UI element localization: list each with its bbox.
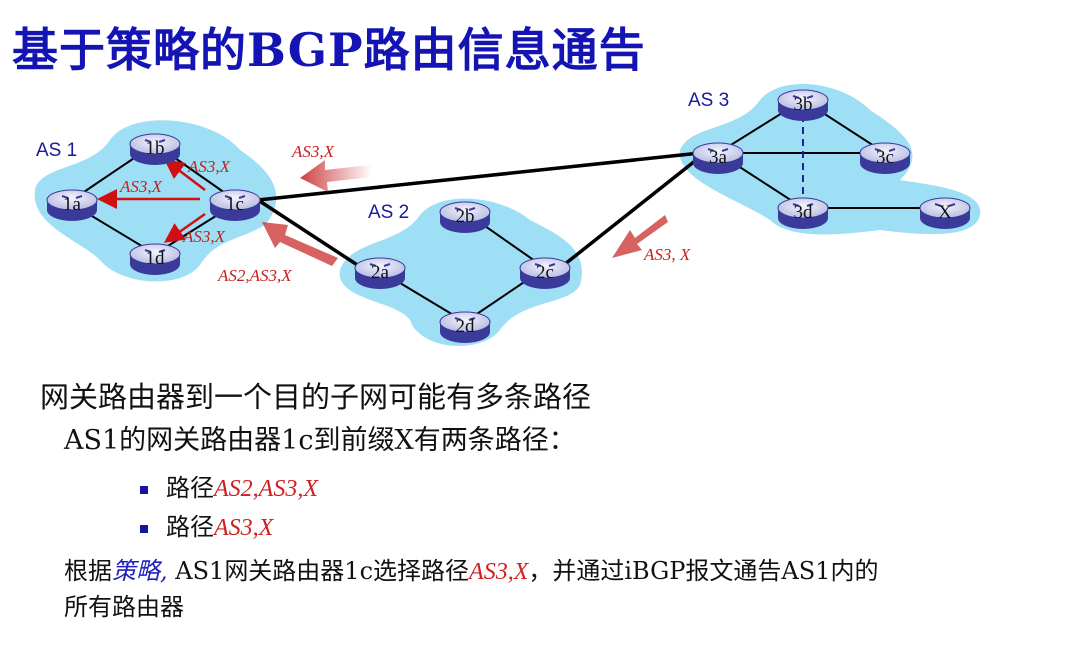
router-2c: 2c <box>519 257 571 290</box>
svg-text:3b: 3b <box>794 94 813 115</box>
bullet-path-2: 路径AS3,X <box>140 507 273 542</box>
router-1c: 1c <box>209 189 261 222</box>
bgp-network-diagram: 1a 1b 1c 1d 2a 2b 2c 2d 3a 3b 3c 3d X AS… <box>34 83 981 347</box>
body-line-4: 所有路由器 <box>64 593 184 621</box>
as1-cloud <box>34 120 277 282</box>
router-2b: 2b <box>439 201 491 234</box>
annotation-to-1a: AS3,X <box>119 177 163 196</box>
body-line-1: 网关路由器到一个目的子网可能有多条路径 <box>40 380 592 414</box>
router-2d: 2d <box>439 311 491 344</box>
bullet-prefix: 路径 <box>166 474 214 502</box>
router-x: X <box>919 197 971 230</box>
svg-text:2c: 2c <box>536 262 554 283</box>
router-3a: 3a <box>692 142 744 175</box>
text: 根据 <box>64 557 112 585</box>
advert-arrow-as3-to-as2 <box>612 215 668 258</box>
annotation-from-as3: AS3,X <box>291 142 335 161</box>
annotation-to-1d: AS3,X <box>182 227 226 246</box>
body-line-3: 根据策略, AS1网关路由器1c选择路径AS3,X，并通过iBGP报文通告AS1… <box>64 551 878 586</box>
advert-arrow-from-as2 <box>262 222 338 266</box>
router-3d: 3d <box>777 197 829 230</box>
router-1a: 1a <box>46 189 98 222</box>
router-1b: 1b <box>129 133 181 166</box>
text: ，并通过iBGP报文通告AS1内的 <box>528 557 879 585</box>
bullet-prefix: 路径 <box>166 513 214 541</box>
annotation-as3-to-as2: AS3, X <box>643 245 691 264</box>
bullet-icon <box>140 485 148 494</box>
bullet-path: AS3,X <box>214 515 274 541</box>
bullet-path: AS2,AS3,X <box>214 476 318 502</box>
advert-arrow-from-as3 <box>300 160 372 192</box>
router-3c: 3c <box>859 142 911 175</box>
svg-text:2d: 2d <box>456 316 476 337</box>
page-title: 基于策略的BGP路由信息通告 <box>12 23 646 77</box>
as3-label: AS 3 <box>688 90 729 111</box>
as3-cloud <box>679 83 981 235</box>
body-line-2: AS1的网关路由器1c到前缀X有两条路径： <box>64 425 576 456</box>
as1-label: AS 1 <box>36 140 77 161</box>
bullet-path-1: 路径AS2,AS3,X <box>140 468 318 503</box>
router-2a: 2a <box>354 257 406 290</box>
svg-text:1c: 1c <box>226 194 244 215</box>
svg-text:X: X <box>938 202 952 223</box>
annotation-to-1b: AS3,X <box>187 157 231 176</box>
annotation-from-as2: AS2,AS3,X <box>217 266 292 285</box>
svg-text:2b: 2b <box>456 206 475 227</box>
svg-text:3c: 3c <box>876 147 894 168</box>
router-3b: 3b <box>777 89 829 122</box>
svg-text:1d: 1d <box>146 248 166 269</box>
as2-label: AS 2 <box>368 202 409 223</box>
as2-cloud <box>339 198 582 347</box>
svg-text:3d: 3d <box>794 202 814 223</box>
svg-text:3a: 3a <box>709 147 728 168</box>
text: AS1网关路由器1c选择路径 <box>167 557 470 585</box>
chosen-path: AS3,X <box>469 559 529 585</box>
svg-text:1a: 1a <box>63 194 82 215</box>
bullet-icon <box>140 524 148 533</box>
policy-text: 策略, <box>112 557 168 585</box>
router-1d: 1d <box>129 243 181 276</box>
svg-text:1b: 1b <box>146 138 165 159</box>
svg-text:2a: 2a <box>371 262 390 283</box>
